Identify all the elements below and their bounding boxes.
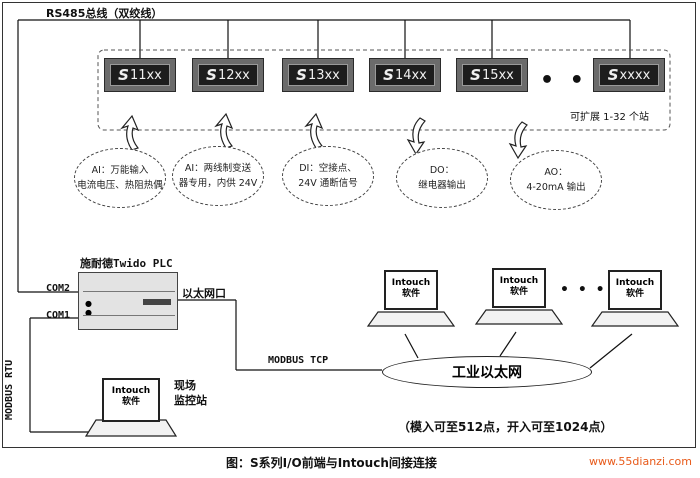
plc-port-icon <box>143 299 171 305</box>
arrow-icon <box>120 114 140 151</box>
arrow-icon <box>304 112 324 149</box>
com2-label: COM2 <box>46 283 71 294</box>
bubble-do: DO： 继电器输出 <box>396 148 488 208</box>
plc-title: 施耐德Twido PLC <box>80 257 173 270</box>
laptop-line: Intouch <box>111 386 151 396</box>
laptop-base <box>474 309 564 325</box>
module-label: 14xx <box>394 67 427 83</box>
bubble-line: AI：万能输入 <box>91 165 149 176</box>
module-prefix: S <box>383 66 394 84</box>
module-label: 15xx <box>481 67 514 83</box>
bubble-line: 4-20mA 输出 <box>526 182 586 193</box>
module-prefix: S <box>470 66 481 84</box>
laptop-line: 软件 <box>509 287 528 297</box>
module-prefix: S <box>206 66 217 84</box>
diagram-frame <box>2 2 696 448</box>
laptop-base <box>590 311 680 327</box>
network-label: 工业以太网 <box>452 365 522 381</box>
laptop-line: 软件 <box>625 289 644 299</box>
local-station-label: 现场监控站 <box>174 378 207 408</box>
module-label: 11xx <box>129 67 162 83</box>
module-prefix: S <box>607 66 619 84</box>
laptop-line: Intouch <box>499 276 539 286</box>
site-watermark: www.55dianzi.com <box>588 455 692 468</box>
figure-caption: 图：S系列I/O前端与Intouch间接连接 <box>226 456 437 470</box>
arrow-icon <box>508 121 528 160</box>
expand-label: 可扩展 1-32 个站 <box>570 112 650 123</box>
bubble-line: AI：两线制变送 <box>184 163 252 174</box>
laptop-line: Intouch <box>391 278 431 288</box>
network-drop <box>499 331 517 357</box>
bubble-ai-universal: AI：万能输入电流电压、热阻热偶 <box>74 148 166 208</box>
plc-divider <box>83 315 175 316</box>
plc-divider <box>83 291 175 292</box>
module-prefix: S <box>296 66 307 84</box>
bubble-line: DI：空接点、 <box>299 163 357 174</box>
bubble-ao: AO： 4-20mA 输出 <box>510 150 602 210</box>
local-station-line: 现场 <box>174 379 196 392</box>
industrial-ethernet-cloud: 工业以太网 <box>382 356 592 388</box>
module-prefix: S <box>118 66 129 84</box>
bubble-line: DO： <box>429 165 455 176</box>
network-drop <box>589 333 633 369</box>
laptop-line: Intouch <box>615 278 655 288</box>
arrow-icon <box>406 117 426 156</box>
bubble-di: DI：空接点、 24V 通断信号 <box>282 146 374 206</box>
bubble-line: 器专用，内供 24V <box>178 178 258 189</box>
bubble-line: 24V 通断信号 <box>298 178 358 189</box>
module-label: 12xx <box>217 67 250 83</box>
rs485-bus-label: RS485总线（双绞线） <box>46 7 163 20</box>
plc-device: ●● <box>78 272 178 330</box>
laptop-line: 软件 <box>401 289 420 299</box>
module-group-frame <box>97 49 671 131</box>
modbus-tcp-label: MODBUS TCP <box>268 355 329 366</box>
modbus-rtu-label: MODBUS RTU <box>4 359 15 420</box>
module-label: 13xx <box>307 67 340 83</box>
bubble-ai-two-wire: AI：两线制变送器专用，内供 24V <box>172 146 264 206</box>
bubble-line: AO： <box>544 167 568 178</box>
laptop-line: 软件 <box>121 397 140 407</box>
com1-label: COM1 <box>46 310 71 321</box>
local-station-line: 监控站 <box>174 394 207 407</box>
module-label: xxxx <box>619 67 651 83</box>
bubble-line: 继电器输出 <box>418 180 466 191</box>
laptop-base <box>366 311 456 327</box>
network-drop <box>404 333 419 359</box>
bubble-line: 电流电压、热阻热偶 <box>77 180 163 191</box>
laptop-bases <box>84 309 680 437</box>
arrow-icon <box>214 112 234 149</box>
plc-led-icon: ●● <box>85 299 92 317</box>
ethernet-port-label: 以太网口 <box>182 287 226 300</box>
laptop-base <box>84 419 178 437</box>
capacity-note: （模入可至512点，开入可至1024点） <box>398 420 613 434</box>
